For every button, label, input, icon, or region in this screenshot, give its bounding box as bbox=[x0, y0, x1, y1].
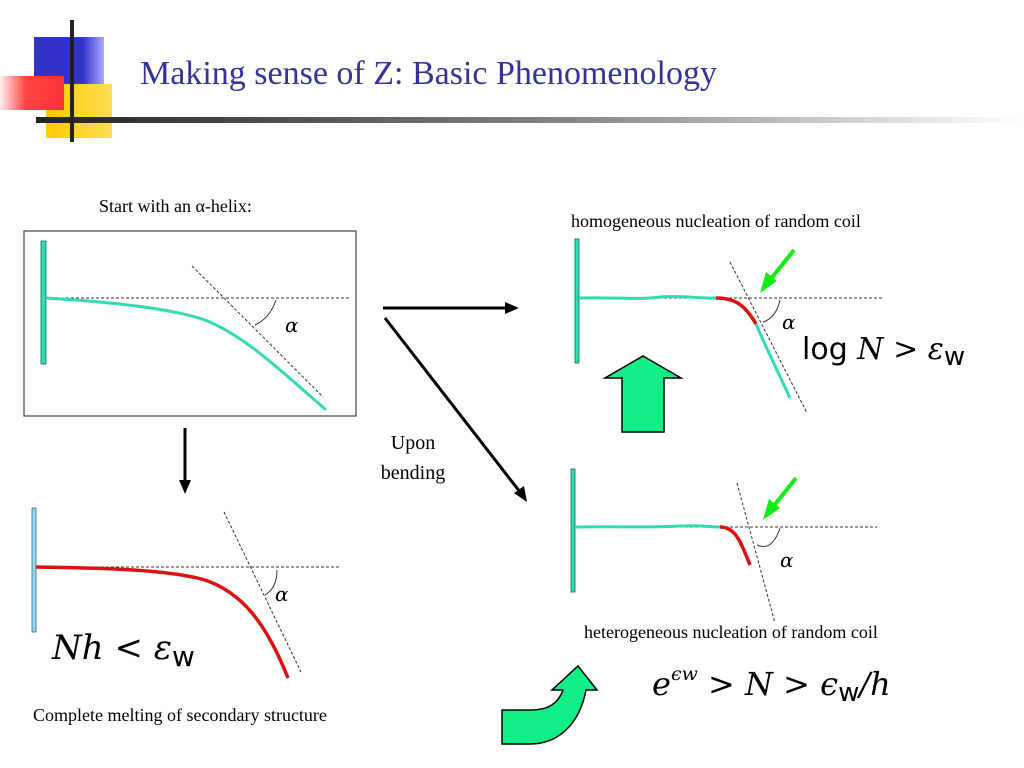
up-arrow-icon bbox=[602, 355, 684, 433]
w-subscript: w bbox=[838, 678, 860, 708]
w-subscript: w bbox=[172, 640, 195, 673]
epsilon-symbol: ε bbox=[927, 332, 944, 367]
pointer-arrow-icon bbox=[760, 248, 796, 293]
exponent-epsw: ϵw bbox=[670, 663, 698, 685]
wall-plate-3 bbox=[570, 468, 576, 593]
bending-line-2: bending bbox=[380, 462, 446, 484]
pointer-arrow-icon bbox=[179, 428, 191, 494]
greater-than: > bbox=[783, 665, 810, 703]
inequality-homogeneous: log N > εw bbox=[802, 332, 965, 372]
wall-plate-1 bbox=[40, 240, 47, 365]
angle-arc-2 bbox=[762, 299, 781, 323]
start-label: Start with an α-helix: bbox=[99, 196, 252, 216]
n-symbol: N bbox=[745, 665, 773, 703]
tangent-line-2 bbox=[729, 261, 808, 414]
alpha-symbol-1: α bbox=[285, 313, 299, 337]
log-text: log bbox=[802, 332, 848, 367]
w-subscript: w bbox=[943, 342, 966, 372]
heterogeneous-label: heterogeneous nucleation of random coil bbox=[584, 622, 878, 642]
pointer-arrow-icon bbox=[383, 317, 527, 502]
helix-segment-3 bbox=[574, 524, 721, 529]
alpha-symbol-3: α bbox=[780, 548, 794, 572]
upon-bending-label: Upon bending bbox=[360, 428, 466, 488]
tangent-line-4 bbox=[223, 511, 302, 673]
alpha-symbol-2: α bbox=[782, 310, 796, 334]
coil-curve-4 bbox=[35, 565, 290, 679]
greater-than: > bbox=[708, 665, 735, 703]
epsilon-symbol: ϵ bbox=[820, 665, 839, 703]
bending-line-1: Upon bbox=[390, 432, 436, 454]
less-than: < bbox=[114, 628, 143, 668]
helix-curve-1 bbox=[45, 296, 327, 412]
inequality-heterogeneous: eϵw > N > ϵw/h bbox=[652, 663, 891, 708]
complete-melting-label: Complete melting of secondary structure bbox=[33, 705, 327, 725]
n-symbol: N bbox=[857, 332, 884, 367]
helix-box bbox=[23, 230, 357, 417]
red-block bbox=[0, 76, 64, 110]
angle-arc-1 bbox=[254, 299, 277, 326]
tangent-line-3 bbox=[736, 482, 776, 624]
helix-segment-2 bbox=[578, 294, 717, 300]
coil-segment-2 bbox=[715, 296, 758, 325]
inequality-complete: Nh < εw bbox=[52, 628, 195, 673]
homogeneous-label: homogeneous nucleation of random coil bbox=[571, 211, 861, 231]
tangent-line-1 bbox=[191, 265, 324, 398]
wall-plate-2 bbox=[574, 238, 580, 364]
pointer-arrow-icon bbox=[383, 302, 519, 314]
alpha-symbol-4: α bbox=[275, 582, 289, 606]
slash-h: /h bbox=[859, 665, 891, 703]
title-underline bbox=[36, 117, 1024, 123]
page-title: Making sense of Z: Basic Phenomenology bbox=[140, 55, 717, 92]
h-symbol: h bbox=[81, 628, 104, 668]
wall-plate-4 bbox=[31, 507, 37, 633]
angle-arc-4 bbox=[264, 569, 278, 596]
n-symbol: N bbox=[52, 628, 82, 668]
decorative-corner bbox=[0, 20, 1024, 142]
greater-than: > bbox=[893, 332, 919, 367]
vertical-bar bbox=[70, 20, 74, 142]
coil-segment-3 bbox=[719, 525, 752, 566]
helix-tail-2 bbox=[754, 323, 792, 399]
angle-arc-3 bbox=[756, 527, 781, 548]
curved-arrow-icon bbox=[501, 664, 599, 745]
pointer-arrow-icon bbox=[763, 476, 798, 520]
epsilon-symbol: ε bbox=[153, 628, 173, 668]
e-symbol: e bbox=[652, 665, 671, 703]
